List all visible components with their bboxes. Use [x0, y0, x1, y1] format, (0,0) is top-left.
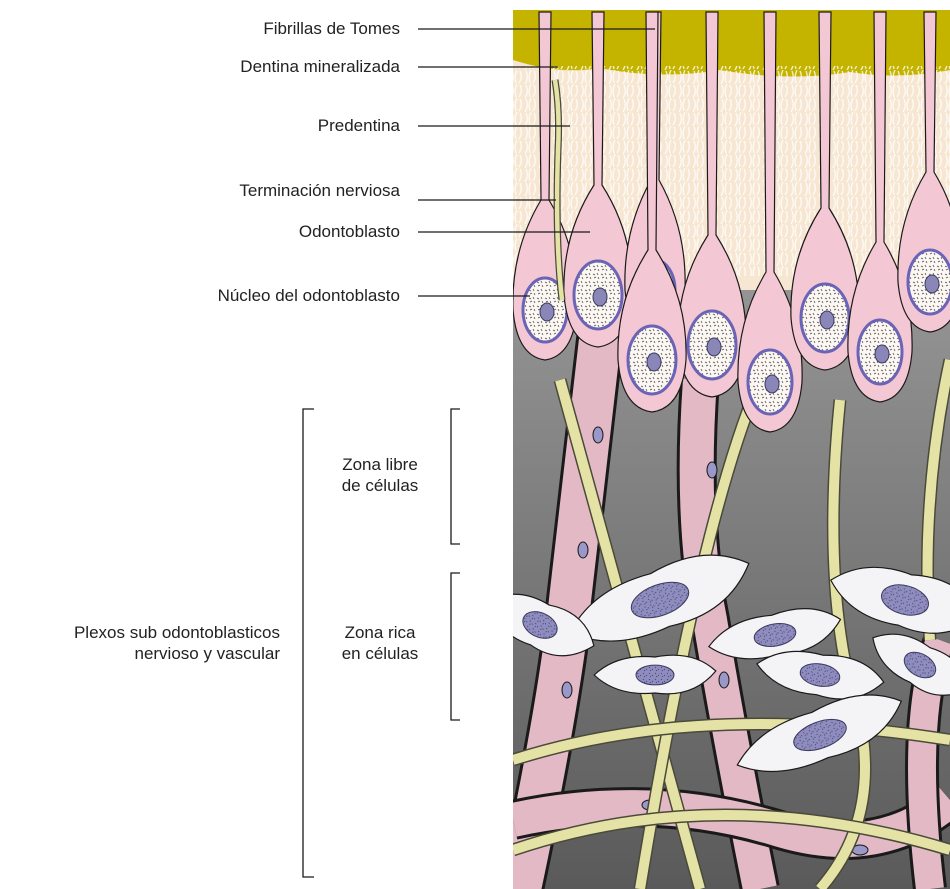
label-terminacion-nerviosa: Terminación nerviosa: [239, 180, 400, 201]
label-nucleo-del-odontoblasto: Núcleo del odontoblasto: [218, 285, 400, 306]
label-predentina: Predentina: [318, 115, 400, 136]
bracket-zona-libre: [451, 409, 460, 544]
zona-rica-line-2: en células: [320, 643, 440, 664]
label-plexos: Plexos sub odontoblasticos nervioso y va…: [74, 622, 280, 665]
plexos-line-2: nervioso y vascular: [74, 643, 280, 664]
bracket-plexos: [303, 409, 314, 877]
label-fibrillas-de-tomes: Fibrillas de Tomes: [263, 18, 400, 39]
zona-libre-line-2: de células: [320, 475, 440, 496]
bracket-zona-rica: [451, 573, 460, 720]
label-zona-rica: Zona rica en células: [320, 622, 440, 665]
zona-rica-line-1: Zona rica: [320, 622, 440, 643]
label-odontoblasto: Odontoblasto: [299, 221, 400, 242]
plexos-line-1: Plexos sub odontoblasticos: [74, 622, 280, 643]
zona-libre-line-1: Zona libre: [320, 454, 440, 475]
label-dentina-mineralizada: Dentina mineralizada: [240, 56, 400, 77]
label-zona-libre: Zona libre de células: [320, 454, 440, 497]
